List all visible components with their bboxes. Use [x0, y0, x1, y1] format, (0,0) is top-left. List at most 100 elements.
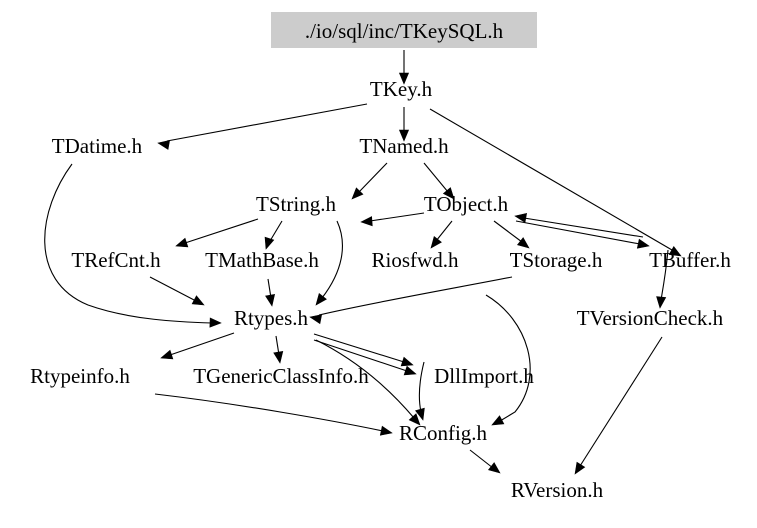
node-label-RConfig: RConfig.h: [399, 421, 488, 445]
edge-line: [523, 217, 644, 238]
arrowhead-icon: [265, 293, 276, 307]
edge-line: [369, 212, 425, 222]
edge-TMathBase-to-Rtypes: [265, 278, 276, 307]
arrowhead-icon: [264, 236, 275, 250]
edges-layer: [44, 50, 682, 475]
arrowhead-icon: [514, 212, 528, 223]
node-label-Riosfwd: Riosfwd.h: [372, 248, 459, 272]
edge-Rtypeinfo-to-RConfig: [154, 393, 393, 436]
edge-line: [44, 163, 213, 324]
arrowhead-icon: [442, 187, 455, 200]
node-label-TNamed: TNamed.h: [359, 134, 449, 158]
edge-line: [318, 276, 513, 316]
edge-line: [493, 220, 523, 243]
edge-TKey-to-TNamed: [398, 107, 410, 142]
arrowhead-icon: [191, 295, 205, 306]
node-TKeySQL[interactable]: ./io/sql/inc/TKeySQL.h: [271, 12, 537, 48]
arrowhead-icon: [175, 237, 189, 248]
edge-Rtypes-to-TGenericClassInfo: [273, 335, 284, 364]
arrowhead-icon: [209, 317, 222, 328]
node-TString[interactable]: TString.h: [256, 192, 336, 216]
edge-TObject-to-TBuffer: [515, 220, 650, 249]
edge-Rtypes-to-Rtypeinfo: [160, 332, 235, 360]
arrowhead-icon: [430, 235, 442, 249]
arrowhead-icon: [315, 292, 327, 306]
arrowhead-icon: [398, 129, 410, 142]
node-label-TStorage: TStorage.h: [510, 248, 603, 272]
arrowhead-icon: [516, 237, 530, 249]
node-RVersion[interactable]: RVersion.h: [511, 478, 604, 502]
edge-line: [184, 218, 259, 244]
edge-line: [515, 220, 641, 245]
node-TKey[interactable]: TKey.h: [370, 77, 433, 101]
edge-line: [485, 294, 531, 422]
node-RConfig[interactable]: RConfig.h: [399, 421, 488, 445]
node-Rtypeinfo[interactable]: Rtypeinfo.h: [30, 364, 130, 388]
edge-line: [154, 393, 384, 432]
node-label-TString: TString.h: [256, 192, 336, 216]
edge-RConfig-to-RVersion: [469, 449, 501, 474]
edge-line: [321, 220, 343, 299]
edge-TNamed-to-TObject: [423, 162, 455, 200]
edge-line: [435, 220, 453, 242]
edge-TObject-to-TString: [360, 212, 425, 227]
arrowhead-icon: [379, 425, 393, 436]
node-label-TGenericClassInfo: TGenericClassInfo.h: [193, 364, 369, 388]
arrowhead-icon: [309, 314, 323, 325]
arrowhead-icon: [656, 296, 667, 309]
arrowhead-icon: [398, 72, 410, 85]
node-DllImport[interactable]: DllImport.h: [434, 364, 534, 388]
arrowhead-icon: [400, 356, 414, 367]
node-label-Rtypeinfo: Rtypeinfo.h: [30, 364, 130, 388]
arrowhead-icon: [668, 245, 682, 257]
edge-TString-to-TRefCnt: [175, 218, 259, 248]
node-label-TVersionCheck: TVersionCheck.h: [577, 306, 724, 330]
edge-TBuffer-to-TObject: [514, 212, 644, 238]
edge-TObject-to-Riosfwd: [430, 220, 453, 249]
node-TMathBase[interactable]: TMathBase.h: [205, 248, 319, 272]
node-label-TBuffer: TBuffer.h: [649, 248, 731, 272]
node-TVersionCheck[interactable]: TVersionCheck.h: [577, 306, 724, 330]
node-TDatime[interactable]: TDatime.h: [52, 134, 143, 158]
edge-line: [469, 449, 494, 469]
edge-TRefCnt-to-Rtypes: [149, 276, 205, 306]
node-label-TObject: TObject.h: [424, 192, 509, 216]
edge-Rtypes-to-RConfig: [315, 339, 421, 426]
node-TBuffer[interactable]: TBuffer.h: [649, 248, 731, 272]
node-Riosfwd[interactable]: Riosfwd.h: [372, 248, 459, 272]
edge-line: [313, 333, 405, 363]
edge-TStorage-to-Rtypes: [309, 276, 513, 325]
node-TNamed[interactable]: TNamed.h: [359, 134, 449, 158]
edge-line: [358, 162, 388, 193]
edge-Rtypes-to-DllImport2: [313, 339, 417, 376]
edge-line: [149, 276, 197, 302]
edge-TBuffer-to-TVersionCheck: [656, 249, 669, 309]
node-TStorage[interactable]: TStorage.h: [510, 248, 603, 272]
edge-TNamed-to-TString: [351, 162, 388, 200]
arrowhead-icon: [415, 407, 425, 421]
arrowhead-icon: [487, 462, 501, 474]
node-TRefCnt[interactable]: TRefCnt.h: [71, 248, 161, 272]
node-Rtypes[interactable]: Rtypes.h: [234, 306, 309, 330]
edge-TString-to-Rtypes: [315, 220, 343, 306]
node-TGenericClassInfo[interactable]: TGenericClassInfo.h: [193, 364, 369, 388]
node-label-TMathBase: TMathBase.h: [205, 248, 319, 272]
edge-TObject-to-TStorage: [493, 220, 530, 249]
arrowhead-icon: [636, 238, 650, 249]
edge-TKey-to-TDatime: [157, 103, 368, 150]
node-label-RVersion: RVersion.h: [511, 478, 604, 502]
node-TObject[interactable]: TObject.h: [424, 192, 509, 216]
edge-line: [313, 339, 408, 372]
edge-line: [579, 336, 663, 467]
edge-TKey-to-TBuffer: [429, 108, 682, 257]
arrowhead-icon: [403, 365, 417, 376]
edge-line: [166, 103, 368, 142]
edge-TVersionCheck-to-RVersion: [574, 336, 663, 475]
edge-Rtypes-to-DllImport: [313, 333, 414, 367]
edge-line: [169, 332, 235, 356]
node-label-DllImport: DllImport.h: [434, 364, 534, 388]
arrowhead-icon: [157, 139, 171, 150]
arrowhead-icon: [491, 415, 505, 426]
